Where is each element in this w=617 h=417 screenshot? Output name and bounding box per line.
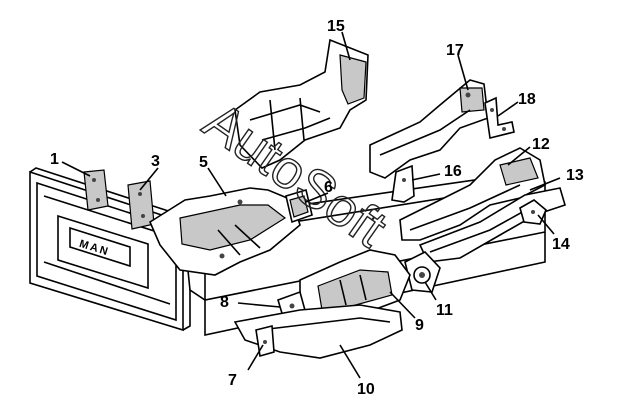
label-10: 10 bbox=[357, 381, 375, 398]
label-14: 14 bbox=[552, 236, 570, 253]
label-3: 3 bbox=[151, 153, 160, 170]
label-8: 8 bbox=[220, 294, 229, 311]
part-5-bracket bbox=[148, 187, 301, 276]
leader-lines bbox=[61, 31, 561, 379]
label-1: 1 bbox=[50, 151, 59, 168]
part-15-panel bbox=[234, 38, 369, 169]
label-17: 17 bbox=[446, 42, 464, 59]
label-11: 11 bbox=[436, 302, 453, 319]
part-6-bracket bbox=[285, 188, 313, 224]
part-labels: 1 3 5 6 7 8 9 10 11 12 13 14 15 16 17 18 bbox=[50, 18, 584, 398]
label-16: 16 bbox=[444, 163, 462, 180]
part-1-pad bbox=[83, 169, 109, 211]
part-11-bracket bbox=[404, 251, 441, 293]
label-18: 18 bbox=[518, 91, 536, 108]
part-17-bar bbox=[369, 79, 489, 179]
label-6: 6 bbox=[324, 179, 333, 196]
label-5: 5 bbox=[199, 154, 208, 171]
part-16-bracket bbox=[391, 164, 415, 203]
label-9: 9 bbox=[415, 317, 424, 334]
label-13: 13 bbox=[566, 167, 584, 184]
part-18-bracket bbox=[484, 96, 515, 139]
label-12: 12 bbox=[532, 136, 550, 153]
label-7: 7 bbox=[228, 372, 237, 389]
label-15: 15 bbox=[327, 18, 345, 35]
part-9-bracket bbox=[299, 249, 411, 323]
